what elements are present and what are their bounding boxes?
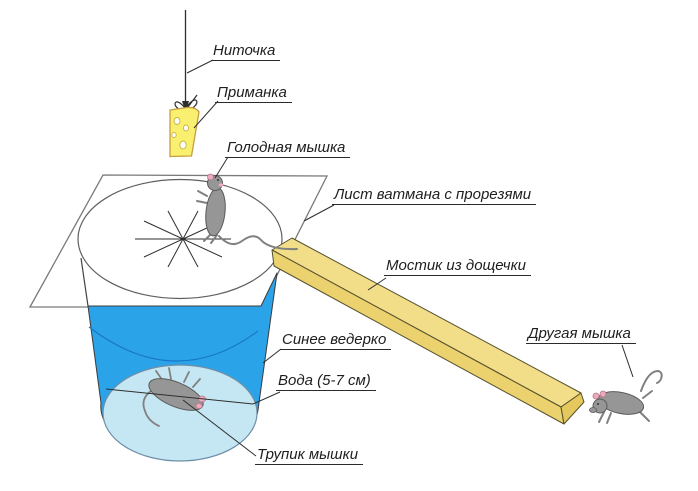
cheese-bait xyxy=(169,106,200,158)
leader-hungry-mouse xyxy=(214,156,229,179)
leader-water-level xyxy=(105,388,281,405)
hungry-mouse-ear xyxy=(207,173,214,181)
plank-end-face xyxy=(560,392,585,425)
other-mouse-legs xyxy=(598,390,653,424)
string-arrowhead xyxy=(182,101,189,112)
label-paper-sheet: Лист ватмана с прорезями xyxy=(332,186,537,205)
leader-bucket xyxy=(262,348,282,364)
leader-bait xyxy=(193,100,219,129)
other-mouse xyxy=(589,369,663,424)
label-dead-mouse: Трупик мышки xyxy=(255,446,364,465)
water-surface xyxy=(102,364,258,462)
label-bridge: Мостик из дощечки xyxy=(384,257,531,276)
leader-dead-mouse xyxy=(182,399,257,457)
leader-paper-sheet xyxy=(303,204,335,222)
leader-bridge xyxy=(367,277,387,291)
label-other-mouse: Другая мышка xyxy=(526,325,636,344)
label-hungry-mouse: Голодная мышка xyxy=(225,139,351,158)
other-mouse-tail xyxy=(640,369,663,392)
label-water: Вода (5-7 см) xyxy=(276,372,376,391)
bucket-inner-arc xyxy=(88,326,259,362)
label-string: Ниточка xyxy=(211,42,281,61)
label-bait: Приманка xyxy=(215,84,292,103)
drowned-mouse xyxy=(142,367,206,427)
leader-string xyxy=(186,59,214,74)
leader-lines xyxy=(105,59,634,457)
other-mouse-snout xyxy=(589,407,597,413)
hungry-mouse-nose xyxy=(218,183,224,187)
leader-other-mouse xyxy=(621,344,634,378)
bait-string xyxy=(174,10,198,112)
drowned-mouse-muzzle xyxy=(195,402,203,409)
cheese-holes xyxy=(171,117,190,150)
other-mouse-ear-right xyxy=(599,390,607,398)
plank-bridge xyxy=(271,237,585,425)
other-mouse-ear-left xyxy=(592,392,600,400)
label-bucket: Синее ведерко xyxy=(280,331,392,350)
hungry-mouse xyxy=(196,173,298,251)
bucket-rim-edge xyxy=(80,257,89,307)
other-mouse-eye xyxy=(597,403,599,405)
drowned-mouse-body xyxy=(148,378,204,411)
paper-sheet xyxy=(28,174,329,308)
hungry-mouse-tail xyxy=(218,235,298,251)
hungry-mouse-eye xyxy=(217,179,219,181)
drowned-mouse-tail xyxy=(142,390,160,427)
bucket xyxy=(80,257,278,462)
